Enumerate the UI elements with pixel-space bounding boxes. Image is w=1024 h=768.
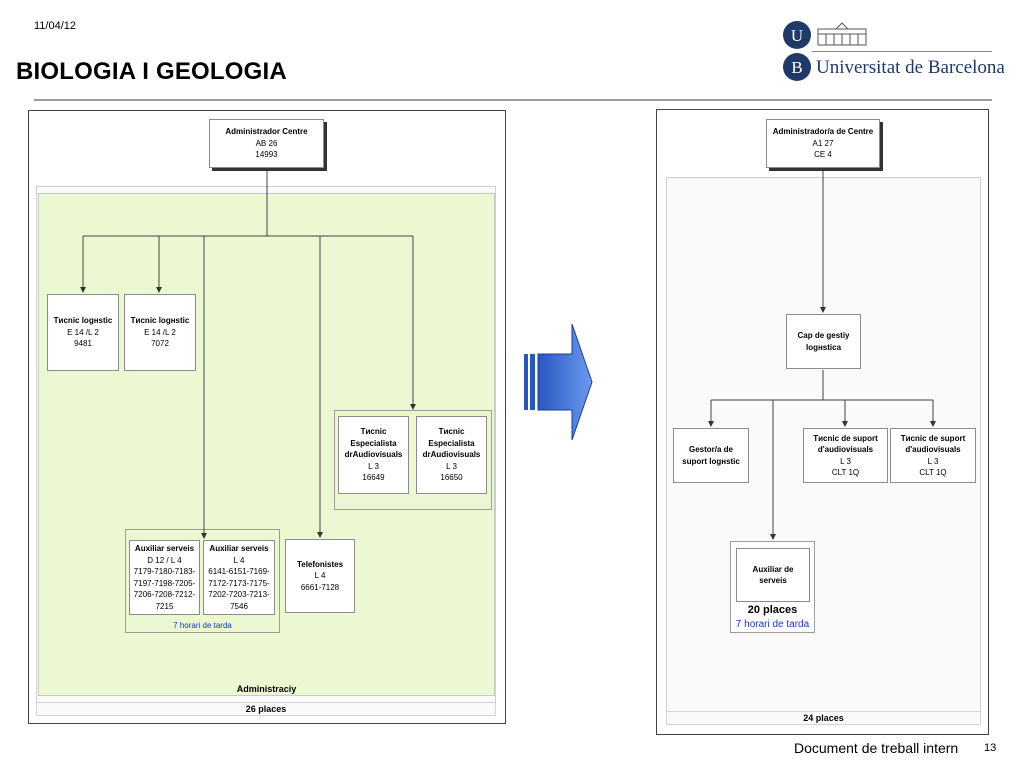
box-line: L 3 bbox=[927, 456, 939, 466]
org-box-auxiliar-de-serveis: Auxiliar de serveis bbox=[736, 548, 810, 602]
auxiliary-group bbox=[125, 529, 280, 633]
box-line: 7179-7180-7183- bbox=[133, 567, 196, 576]
org-box-tecnic-suport-audiovisuals-1: Tиcnic de suport d'audiovisuals L 3 CLT … bbox=[803, 428, 888, 483]
org-box-administrador-centre: Administrador Centre AB 26 14993 bbox=[209, 119, 324, 168]
box-line: L 3 bbox=[840, 456, 851, 466]
box-line: 7206-7208-7212- bbox=[133, 590, 196, 599]
box-title: Administrador Centre bbox=[225, 127, 308, 137]
page-number: 13 bbox=[984, 742, 997, 754]
auxiliar-places-count: 20 places bbox=[747, 604, 798, 616]
box-line: D 12 / L 4 bbox=[147, 555, 182, 565]
audiovisual-group bbox=[334, 410, 492, 510]
box-title: drAudiovisuals bbox=[422, 450, 481, 460]
box-line: L 4 bbox=[233, 555, 245, 565]
box-line: 7072 bbox=[151, 339, 169, 349]
org-box-gestor-suport-logistic: Gestor/a de suport logнstic bbox=[673, 428, 749, 483]
box-title: Tиcnic bbox=[360, 427, 387, 437]
box-title: suport logнstic bbox=[682, 456, 740, 466]
right-places-bar: 24 places bbox=[666, 711, 981, 725]
page-title: BIOLOGIA I GEOLOGIA bbox=[16, 58, 287, 85]
box-title: Especialista bbox=[350, 438, 397, 448]
box-line: CE 4 bbox=[814, 150, 832, 160]
box-title: Tиcnic de suport bbox=[813, 433, 878, 443]
box-title: Gestor/a de bbox=[688, 445, 733, 454]
org-box-tecnic-suport-audiovisuals-2: Tиcnic de suport d'audiovisuals L 3 CLT … bbox=[890, 428, 976, 483]
box-line: AB 26 bbox=[255, 138, 278, 148]
box-line: CLT 1Q bbox=[831, 468, 860, 477]
box-title: Auxiliar de bbox=[752, 564, 794, 574]
left-places-bar: 26 places bbox=[36, 702, 496, 716]
box-title: Tиcnic logнstic bbox=[53, 316, 113, 326]
box-line: 7202-7203-7213- bbox=[208, 590, 270, 599]
org-box-auxiliar-serveis-1: Auxiliar serveis D 12 / L 4 7179-7180-71… bbox=[129, 540, 200, 615]
box-line: 6661-7128 bbox=[300, 582, 340, 592]
box-line: 7197-7198-7205- bbox=[133, 578, 196, 588]
box-title: Telefonistes bbox=[296, 559, 344, 569]
section-label-administracio: Administraciу bbox=[236, 684, 297, 694]
box-line: L 3 bbox=[446, 461, 457, 471]
box-title: Tиcnic de suport bbox=[900, 433, 966, 443]
box-line: 7546 bbox=[230, 601, 248, 611]
footer-document-label: Document de treball intern bbox=[794, 740, 959, 756]
box-line: L 4 bbox=[314, 571, 326, 581]
box-line: 7215 bbox=[155, 601, 174, 611]
university-name: Universitat de Barcelona bbox=[816, 57, 1005, 78]
box-line: L 3 bbox=[368, 461, 379, 471]
transition-arrow-icon bbox=[520, 320, 596, 444]
box-line: E 14 /L 2 bbox=[144, 327, 176, 337]
university-logo-graphic: U B bbox=[783, 21, 867, 81]
box-title: Auxiliar serveis bbox=[134, 544, 195, 553]
box-title: serveis bbox=[759, 576, 787, 585]
box-title: drAudiovisuals bbox=[344, 450, 403, 460]
box-title: logнstica bbox=[805, 342, 842, 352]
box-title: Especialista bbox=[428, 438, 475, 448]
box-line: CLT 1Q bbox=[919, 468, 947, 477]
title-divider bbox=[34, 99, 992, 101]
org-box-administrador-a-de-centre: Administrador/a de Centre A1 27 CE 4 bbox=[766, 119, 880, 168]
org-box-tecnic-logistic-2: Tиcnic logнstic E 14 /L 2 7072 bbox=[124, 294, 196, 371]
box-title: Administrador/a de Centre bbox=[772, 127, 874, 137]
org-box-cap-de-gestio-logistica: Cap de gestiу logнstica bbox=[786, 314, 861, 369]
box-title: Tиcnic logнstic bbox=[130, 316, 190, 326]
org-box-telefonistes: Telefonistes L 4 6661-7128 bbox=[285, 539, 355, 613]
box-line: 16649 bbox=[362, 473, 385, 483]
university-logo: U B bbox=[780, 20, 994, 84]
org-box-tecnic-audiovisuals-2: Tиcnic Especialista drAudiovisuals L 3 1… bbox=[416, 416, 487, 494]
box-title: Tиcnic bbox=[438, 427, 465, 437]
auxiliary-note: 7 horari de tarda bbox=[173, 621, 232, 630]
box-title: Cap de gestiу bbox=[797, 331, 850, 340]
box-line: 9481 bbox=[74, 339, 92, 349]
org-box-tecnic-logistic-1: Tиcnic logнstic E 14 /L 2 9481 bbox=[47, 294, 119, 371]
box-line: E 14 /L 2 bbox=[67, 327, 99, 337]
org-box-auxiliar-serveis-2: Auxiliar serveis L 4 6141-6151-7169- 717… bbox=[203, 540, 275, 615]
logo-divider bbox=[812, 51, 992, 52]
org-box-tecnic-audiovisuals-1: Tиcnic Especialista drAudiovisuals L 3 1… bbox=[338, 416, 409, 494]
box-line: 6141-6151-7169- bbox=[208, 567, 270, 576]
box-title: d'audiovisuals bbox=[905, 445, 961, 454]
box-title: Auxiliar serveis bbox=[209, 544, 269, 553]
box-line: A1 27 bbox=[812, 138, 834, 148]
box-line: 14993 bbox=[255, 150, 278, 160]
auxiliar-note: 7 horari de tarda bbox=[735, 619, 810, 630]
svg-text:U: U bbox=[791, 26, 803, 45]
box-title: d'audiovisuals bbox=[817, 445, 874, 454]
box-line: 7172-7173-7175- bbox=[208, 578, 270, 588]
box-line: 16650 bbox=[440, 473, 463, 483]
date-label: 11/04/12 bbox=[34, 20, 77, 32]
svg-text:B: B bbox=[791, 58, 802, 77]
